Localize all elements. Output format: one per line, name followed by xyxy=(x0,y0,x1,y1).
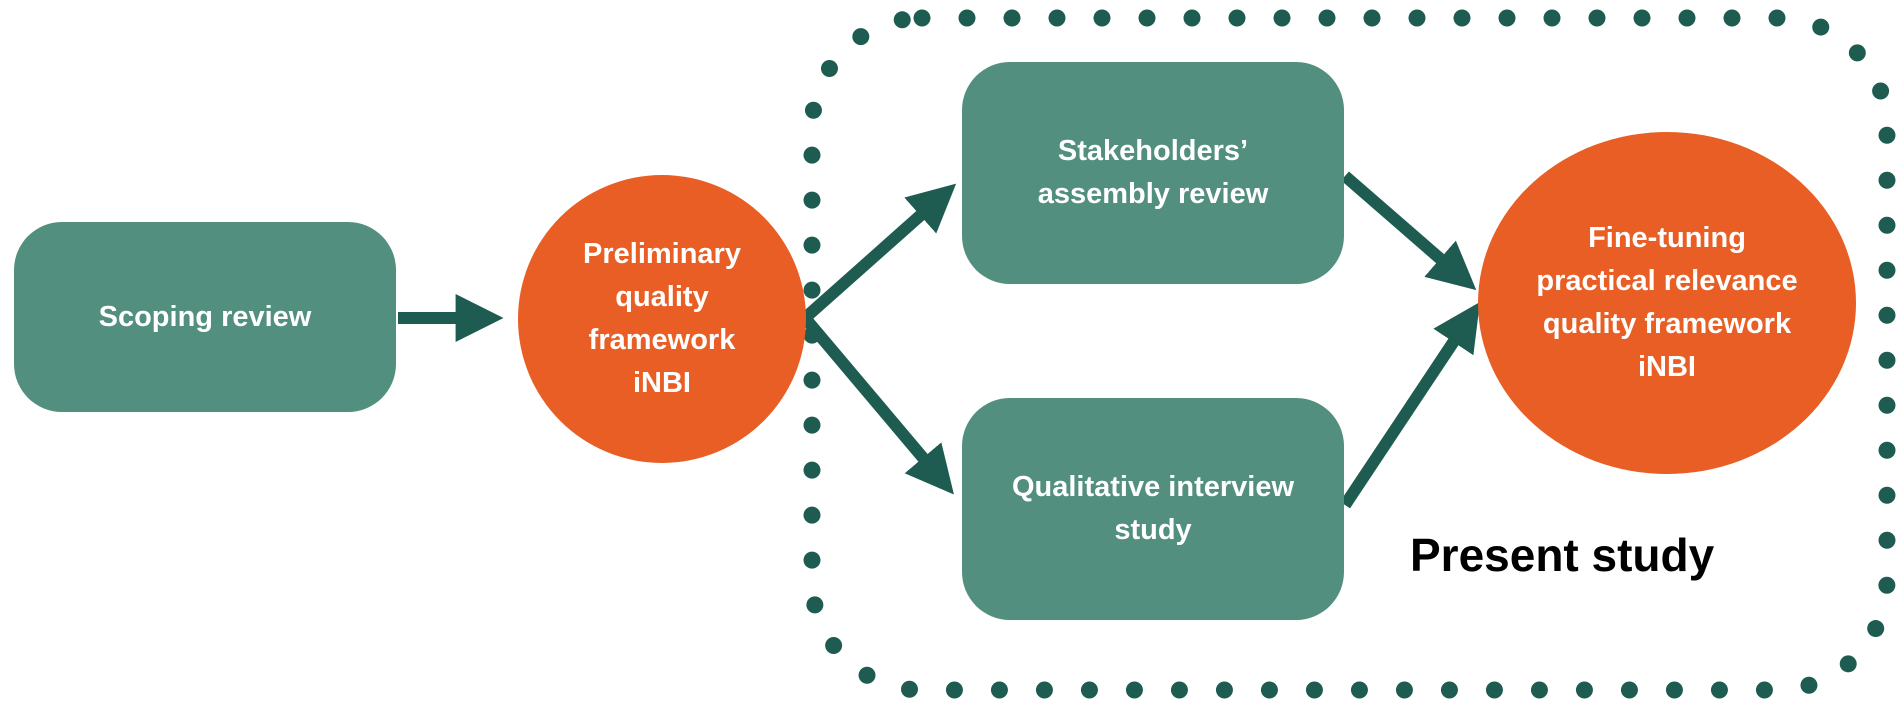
preliminary-framework-circle: Preliminary quality framework iNBI xyxy=(518,175,806,463)
scoping-review-label: Scoping review xyxy=(98,300,312,333)
interview-study-label: Qualitative interview study xyxy=(1011,471,1295,546)
stakeholders-review-label: Stakeholders’ assembly review xyxy=(1037,135,1269,210)
arrow-preliminary-to-interview xyxy=(800,314,954,495)
interview-study-box: Qualitative interview study xyxy=(962,398,1344,620)
present-study-boundary xyxy=(803,9,1896,699)
preliminary-framework-label: Preliminary quality framework iNBI xyxy=(583,238,741,399)
fine-tuning-framework-circle: Fine-tuning practical relevance quality … xyxy=(1478,132,1856,474)
stakeholders-review-box: Stakeholders’ assembly review xyxy=(962,62,1344,284)
arrow-interview-to-finetuning xyxy=(1340,302,1480,509)
arrow-preliminary-to-stakeholders xyxy=(801,183,957,323)
fine-tuning-framework-label: Fine-tuning practical relevance quality … xyxy=(1536,222,1798,383)
arrow-stakeholders-to-finetuning xyxy=(1341,171,1477,291)
scoping-review-box: Scoping review xyxy=(14,222,396,412)
present-study-caption: Present study xyxy=(1410,529,1715,581)
